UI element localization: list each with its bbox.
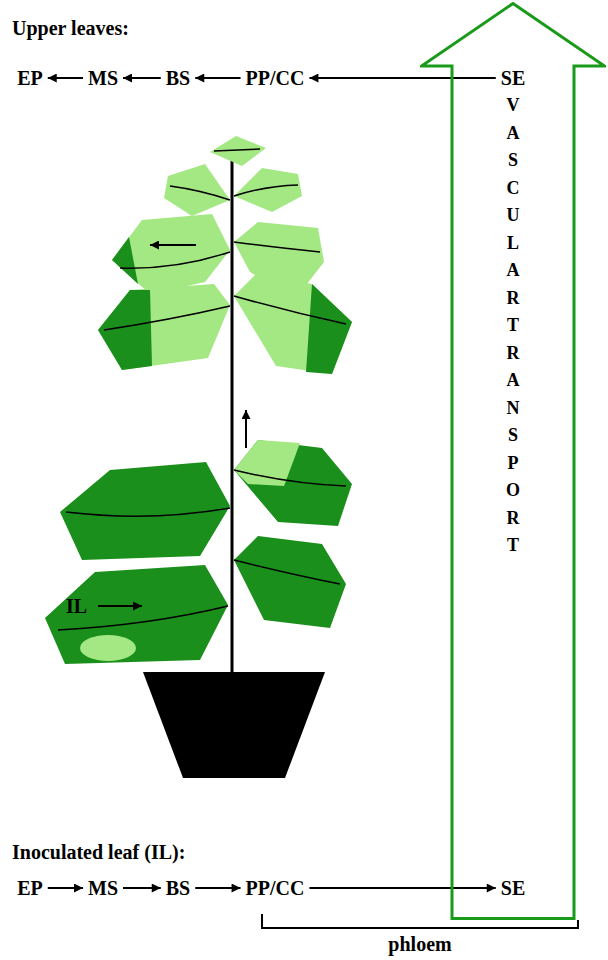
flow-step: EP (15, 876, 45, 900)
plant-pot (143, 672, 325, 778)
leaf-dark (112, 237, 138, 284)
heading-label: Inoculated leaf (IL): (12, 840, 185, 864)
leaf-dark (306, 284, 352, 374)
plant-stem (231, 146, 234, 690)
phloem-bracket (262, 914, 578, 928)
leaf-vein (120, 252, 230, 268)
heading-label: Upper leaves: (12, 16, 129, 40)
leaf-light (98, 284, 230, 370)
leaf-light (210, 136, 266, 166)
flow-step: BS (164, 66, 192, 90)
flow-step: SE (499, 876, 527, 900)
leaf-light (112, 214, 230, 294)
step-label: MS (88, 66, 118, 90)
leaf-light (234, 274, 352, 374)
leaf-vein (214, 149, 260, 151)
leaf-vein (234, 560, 340, 584)
flow-arrow (195, 77, 240, 79)
step-label: BS (166, 876, 190, 900)
leaf-light (234, 440, 300, 486)
leaf-light (234, 168, 302, 212)
flow-step: SE (499, 66, 527, 90)
leaf-vein (234, 296, 346, 324)
leaf-label: IL (66, 594, 87, 618)
step-label: PP/CC (246, 66, 305, 90)
step-label: BS (166, 66, 190, 90)
flow-step: MS (86, 876, 120, 900)
step-label: SE (501, 876, 525, 900)
pointer-arrow (98, 605, 142, 607)
leaf-vein (104, 306, 230, 330)
flow-arrow (123, 77, 161, 79)
flow-step: PP/CC (244, 66, 307, 90)
leaf-vein (234, 470, 346, 486)
flow-step: MS (86, 66, 120, 90)
bracket-label: phloem (388, 932, 451, 956)
leaf-vein (234, 242, 320, 252)
step-label: PP/CC (246, 876, 305, 900)
inoculated-leaf (45, 565, 228, 664)
flow-arrow (195, 887, 240, 889)
leaf-vein (66, 508, 230, 516)
step-label: EP (17, 66, 43, 90)
step-label: MS (88, 876, 118, 900)
flow-arrow (48, 887, 83, 889)
flow-step: EP (15, 66, 45, 90)
flow-step: PP/CC (244, 876, 307, 900)
leaf-vein (170, 186, 230, 200)
leaf-light (164, 164, 230, 216)
step-label: SE (501, 66, 525, 90)
vascular-arrow: SE SE VASCULAR TRANSPORT (420, 2, 606, 920)
vertical-label: VASCULAR TRANSPORT (504, 92, 522, 560)
step-label: EP (17, 876, 43, 900)
leaf-dark (60, 462, 230, 560)
arrow-outline (422, 4, 605, 919)
flow-arrow (48, 77, 83, 79)
leaf-vein (234, 185, 298, 196)
leaf-dark (234, 536, 346, 628)
leaf-dark (234, 440, 352, 526)
flow-arrow (309, 887, 495, 889)
spread-arrow (245, 410, 247, 448)
flow-arrow (123, 887, 161, 889)
flow-step: BS (164, 876, 192, 900)
spread-arrow (150, 244, 196, 246)
inoculation-spot (80, 635, 136, 661)
flow-arrow (309, 77, 495, 79)
